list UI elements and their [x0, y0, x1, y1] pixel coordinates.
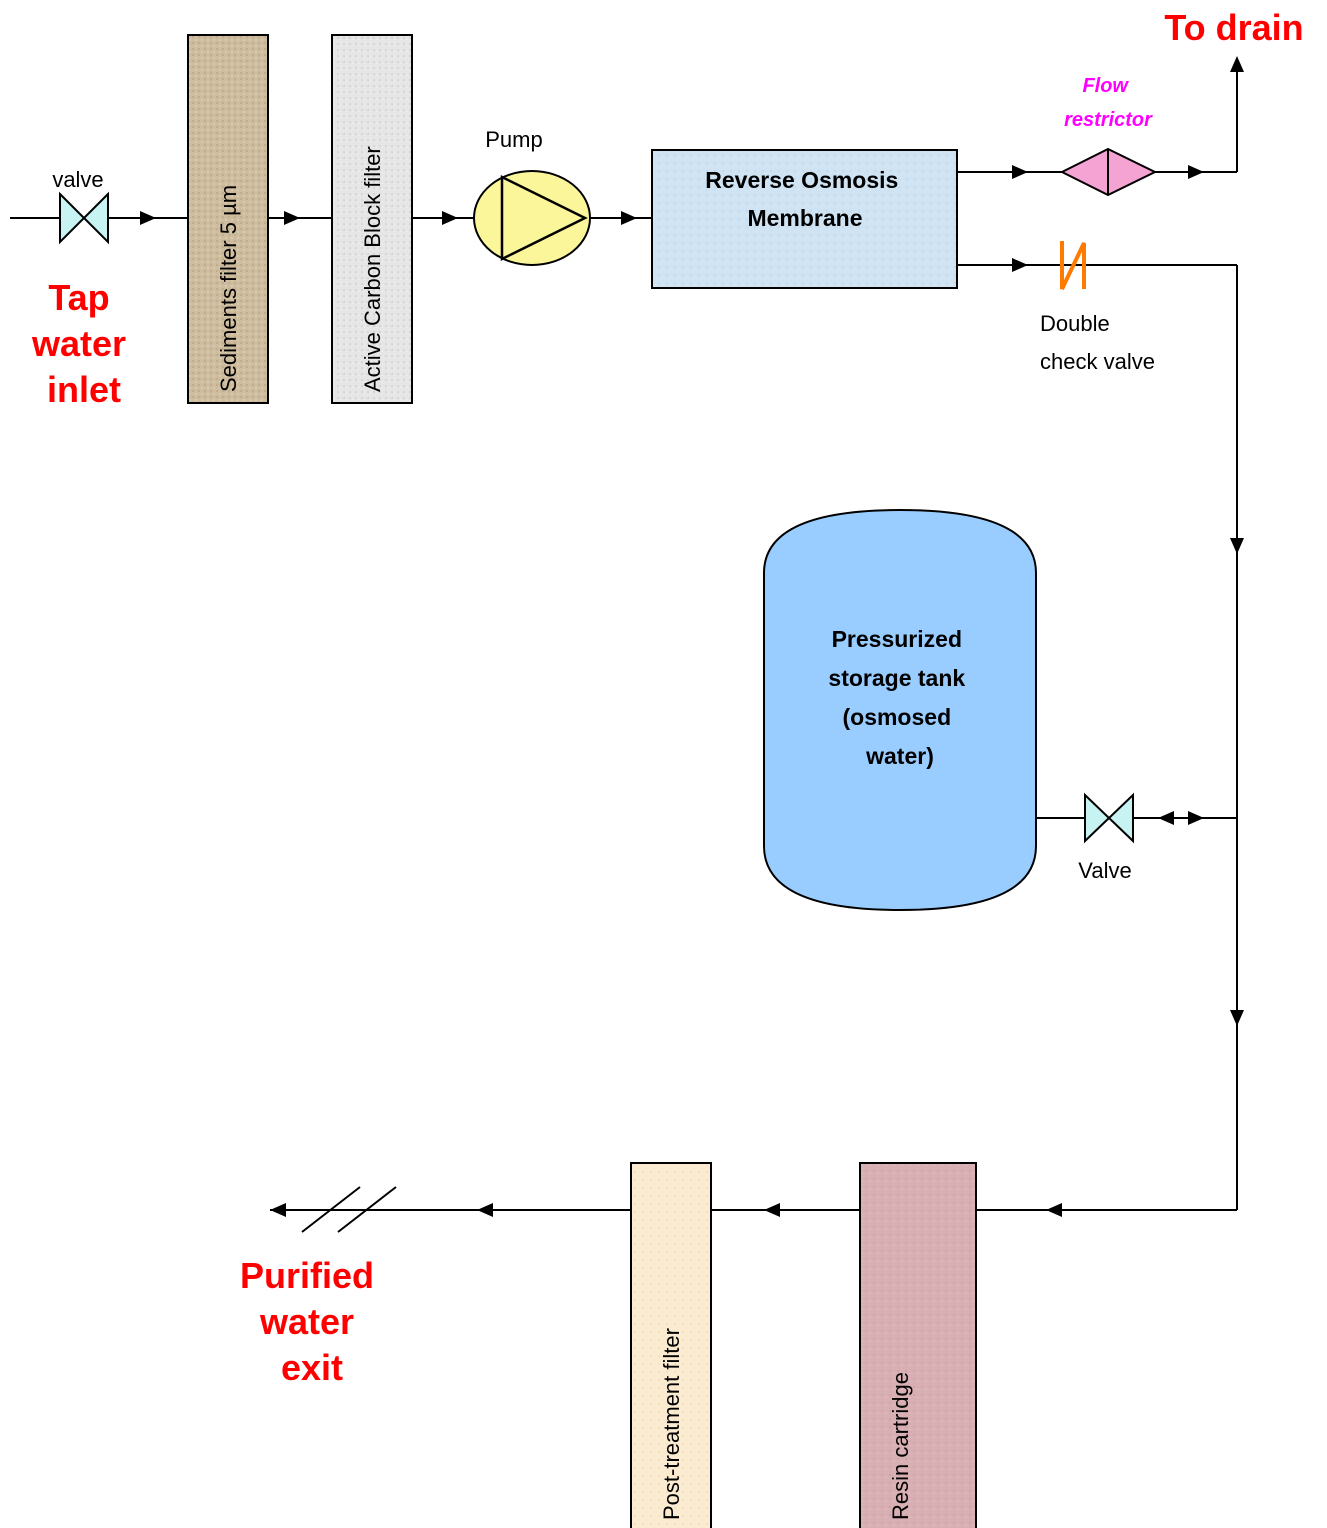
arrow-right	[1188, 165, 1204, 179]
carbon-block-filter	[331, 34, 413, 404]
inlet-valve-label: valve	[52, 167, 103, 192]
post-treatment-filter-label: Post-treatment filter	[659, 1328, 684, 1520]
arrow-left	[1046, 1203, 1062, 1217]
flow-restrictor-icon	[1059, 147, 1158, 197]
arrow-right	[1012, 258, 1028, 272]
pump-label: Pump	[485, 127, 542, 152]
double-check-valve-label: Double check valve	[1040, 311, 1155, 374]
arrow-left	[1158, 811, 1174, 825]
post-treatment-filter	[630, 1162, 712, 1528]
sediments-filter	[187, 34, 269, 404]
arrow-down	[1230, 538, 1244, 554]
arrow-right	[621, 211, 637, 225]
tap-water-inlet-label: Tap water inlet	[31, 277, 136, 410]
ro-membrane-label: Reverse Osmosis Membrane	[705, 167, 904, 231]
inlet-valve-icon	[59, 191, 109, 245]
resin-cartridge	[859, 1162, 977, 1528]
arrow-left	[764, 1203, 780, 1217]
arrow-up	[1230, 56, 1244, 72]
flow-arrows	[140, 56, 1244, 1217]
sediments-filter-label: Sediments filter 5 µm	[216, 185, 241, 392]
arrow-right	[442, 211, 458, 225]
arrow-down	[1230, 1010, 1244, 1026]
arrow-right	[1188, 811, 1204, 825]
tank-valve-icon	[1084, 792, 1134, 844]
purified-water-exit-label: Purified water exit	[240, 1255, 384, 1388]
arrow-right	[1012, 165, 1028, 179]
carbon-block-filter-label: Active Carbon Block filter	[360, 146, 385, 392]
arrow-left	[477, 1203, 493, 1217]
flow-restrictor-label: Flow restrictor	[1064, 75, 1153, 131]
arrow-left	[270, 1203, 286, 1217]
double-check-valve-icon	[1060, 241, 1086, 290]
storage-tank-label: Pressurized storage tank (osmosed water)	[828, 626, 971, 769]
arrow-right	[284, 211, 300, 225]
arrow-right	[140, 211, 156, 225]
pump-icon	[473, 170, 591, 266]
ro-membrane	[651, 149, 958, 289]
to-drain-label: To drain	[1164, 7, 1303, 48]
storage-tank	[763, 508, 1037, 912]
resin-cartridge-label: Resin cartridge	[888, 1372, 913, 1520]
tank-valve-label: Valve	[1078, 858, 1131, 883]
